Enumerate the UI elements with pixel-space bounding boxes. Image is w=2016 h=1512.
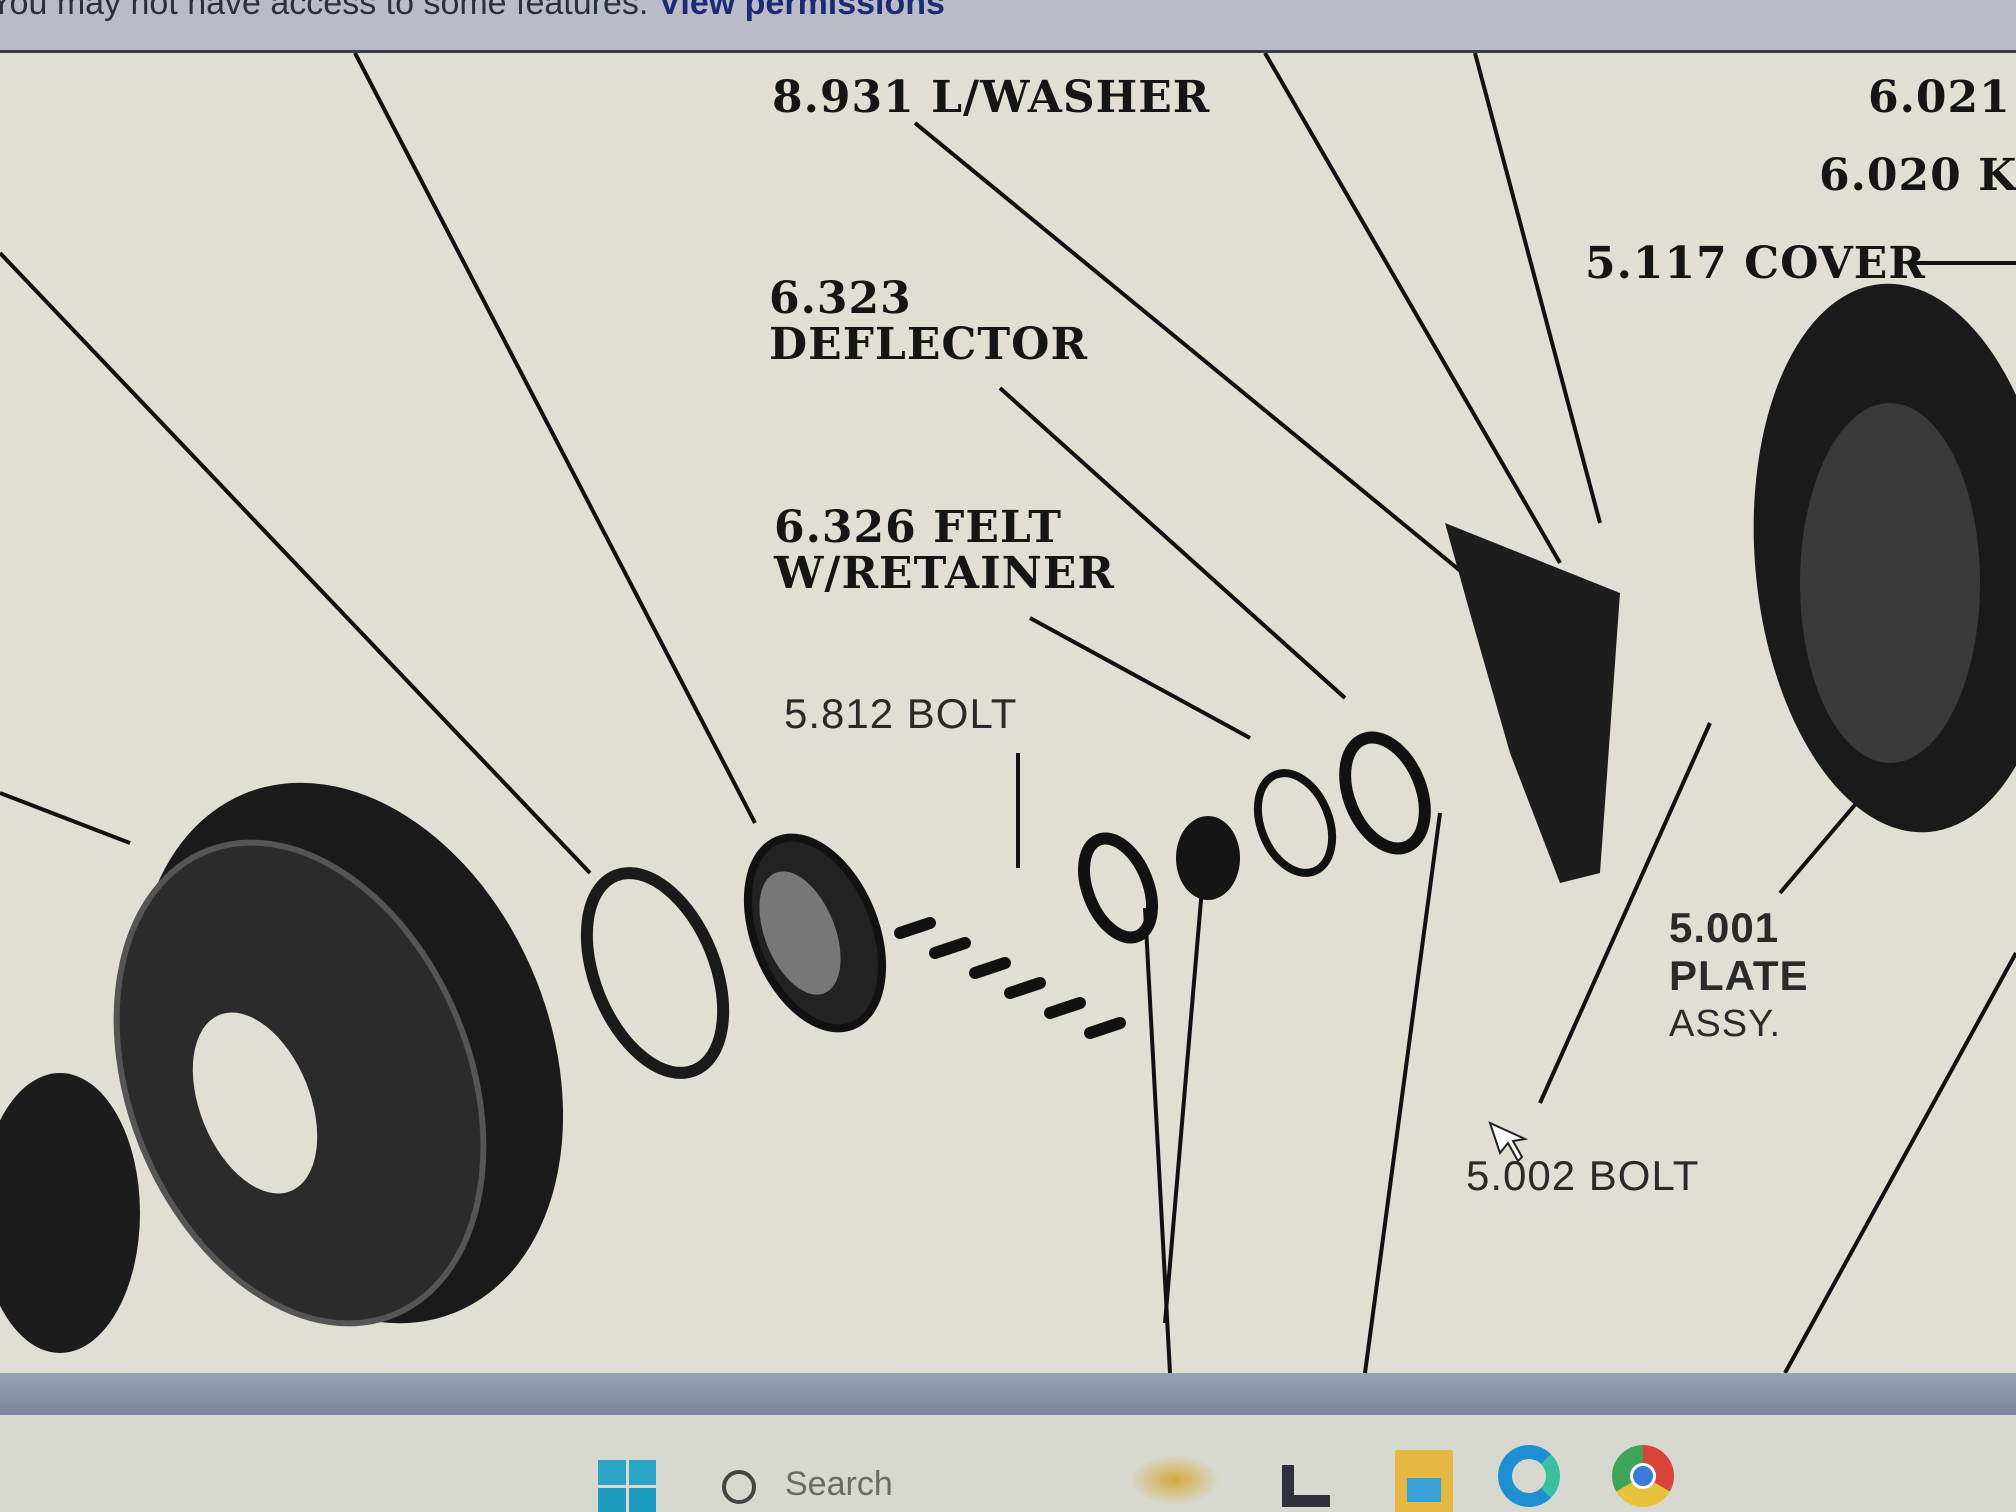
label-cover: 5.117 COVER <box>1585 238 1926 289</box>
label-6021: 6.021 <box>1868 72 2011 123</box>
deflector-part <box>1339 731 1431 855</box>
exploded-parts-diagram <box>0 53 2016 1373</box>
screen-bezel-scrollbar <box>0 1373 2016 1415</box>
label-plate: PLATE <box>1669 952 1809 999</box>
label-bolt-5002: 5.002 BOLT <box>1466 1152 1700 1199</box>
pulley <box>113 782 564 1327</box>
taskbar-search-input[interactable]: Search <box>785 1465 893 1503</box>
hub <box>0 1073 140 1353</box>
bearing <box>1176 816 1240 900</box>
label-l-washer: 8.931 L/WASHER <box>772 72 1211 123</box>
task-view-icon[interactable] <box>1282 1465 1330 1507</box>
permissions-infobar: You may not have access to some features… <box>0 0 2016 53</box>
widgets-icon[interactable] <box>1130 1455 1220 1505</box>
label-6020: 6.020 KN <box>1819 150 2016 201</box>
mouse-cursor-icon <box>1488 1121 1529 1163</box>
label-plate-number: 5.001 <box>1669 904 1780 951</box>
plate-bracket <box>1445 523 1620 883</box>
view-permissions-link[interactable]: View permissions <box>658 0 945 22</box>
parts-diagram-viewer: 8.931 L/WASHER 6.323 DEFLECTOR 6.326 FEL… <box>0 53 2016 1373</box>
label-plate-assy: ASSY. <box>1669 1003 1782 1045</box>
file-explorer-icon[interactable] <box>1395 1450 1453 1512</box>
label-deflector-number: 6.323 <box>769 273 912 324</box>
leader-lines <box>0 53 2016 1373</box>
label-deflector: DEFLECTOR <box>769 319 1089 370</box>
taskbar: Search <box>0 1415 2016 1512</box>
permissions-message: You may not have access to some features… <box>0 0 649 22</box>
felt-ring <box>1253 769 1337 877</box>
bushing <box>1078 832 1158 944</box>
search-icon[interactable] <box>722 1470 756 1504</box>
windows-start-icon[interactable] <box>598 1460 656 1512</box>
gasket <box>580 867 730 1079</box>
label-felt-retainer: W/RETAINER <box>774 548 1115 599</box>
label-bolt-5812: 5.812 BOLT <box>784 690 1018 737</box>
bolts <box>894 917 1126 1039</box>
chrome-icon[interactable] <box>1612 1445 1674 1507</box>
edge-icon[interactable] <box>1498 1445 1560 1507</box>
label-felt-number: 6.326 FELT <box>774 502 1062 553</box>
